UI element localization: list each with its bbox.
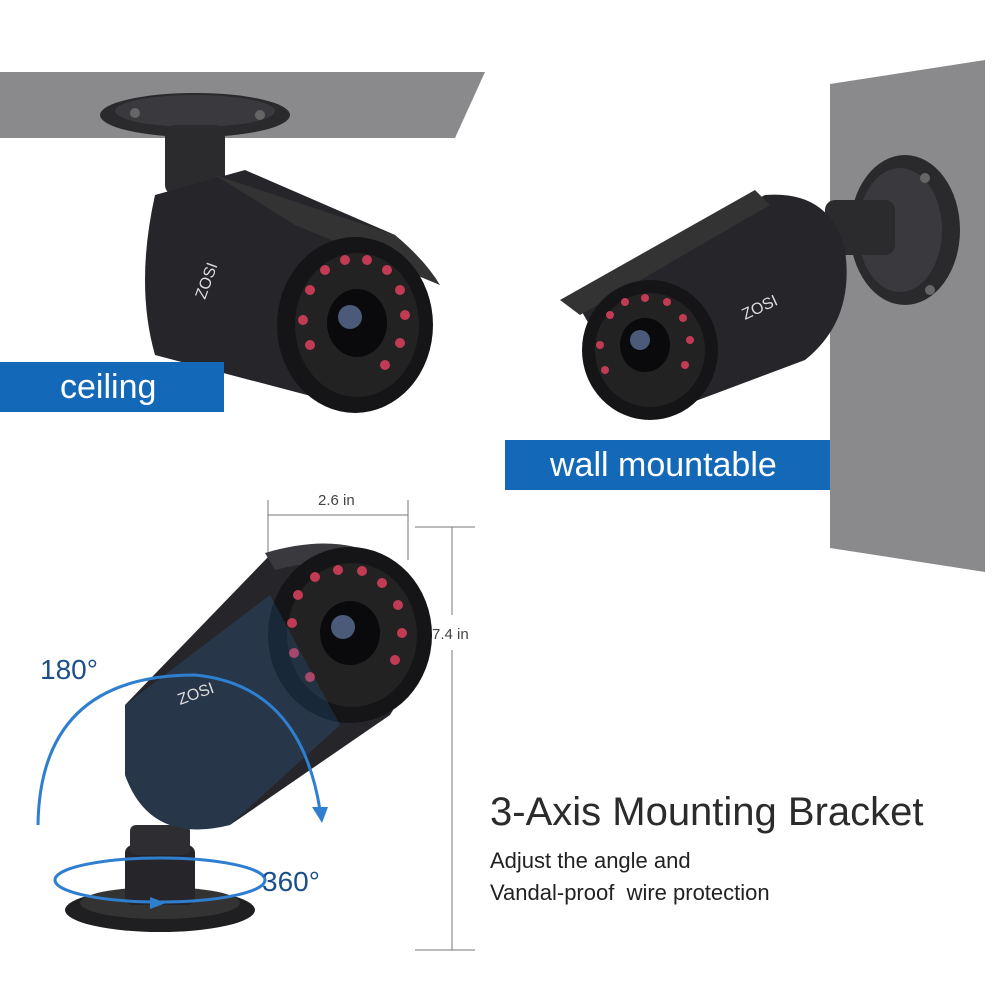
bracket-camera-image: ZOSI: [36, 543, 432, 932]
pan-rotation-label: 360°: [262, 866, 320, 897]
tilt-rotation-label: 180°: [40, 654, 98, 685]
ceiling-camera-image: ZOSI: [100, 93, 440, 413]
ceiling-label: ceiling: [0, 362, 224, 412]
wall-label: wall mountable: [505, 440, 830, 490]
width-dimension: 2.6 in: [318, 492, 355, 509]
feature-line-2: Vandal-proof wire protection: [490, 880, 770, 905]
feature-line-1: Adjust the angle and: [490, 848, 691, 873]
wall-label-text: wall mountable: [550, 445, 777, 484]
feature-title: 3-Axis Mounting Bracket: [490, 790, 924, 834]
height-dimension: 7.4 in: [432, 626, 469, 643]
wall-camera-image: ZOSI: [560, 155, 960, 420]
ceiling-label-text: ceiling: [60, 367, 157, 406]
